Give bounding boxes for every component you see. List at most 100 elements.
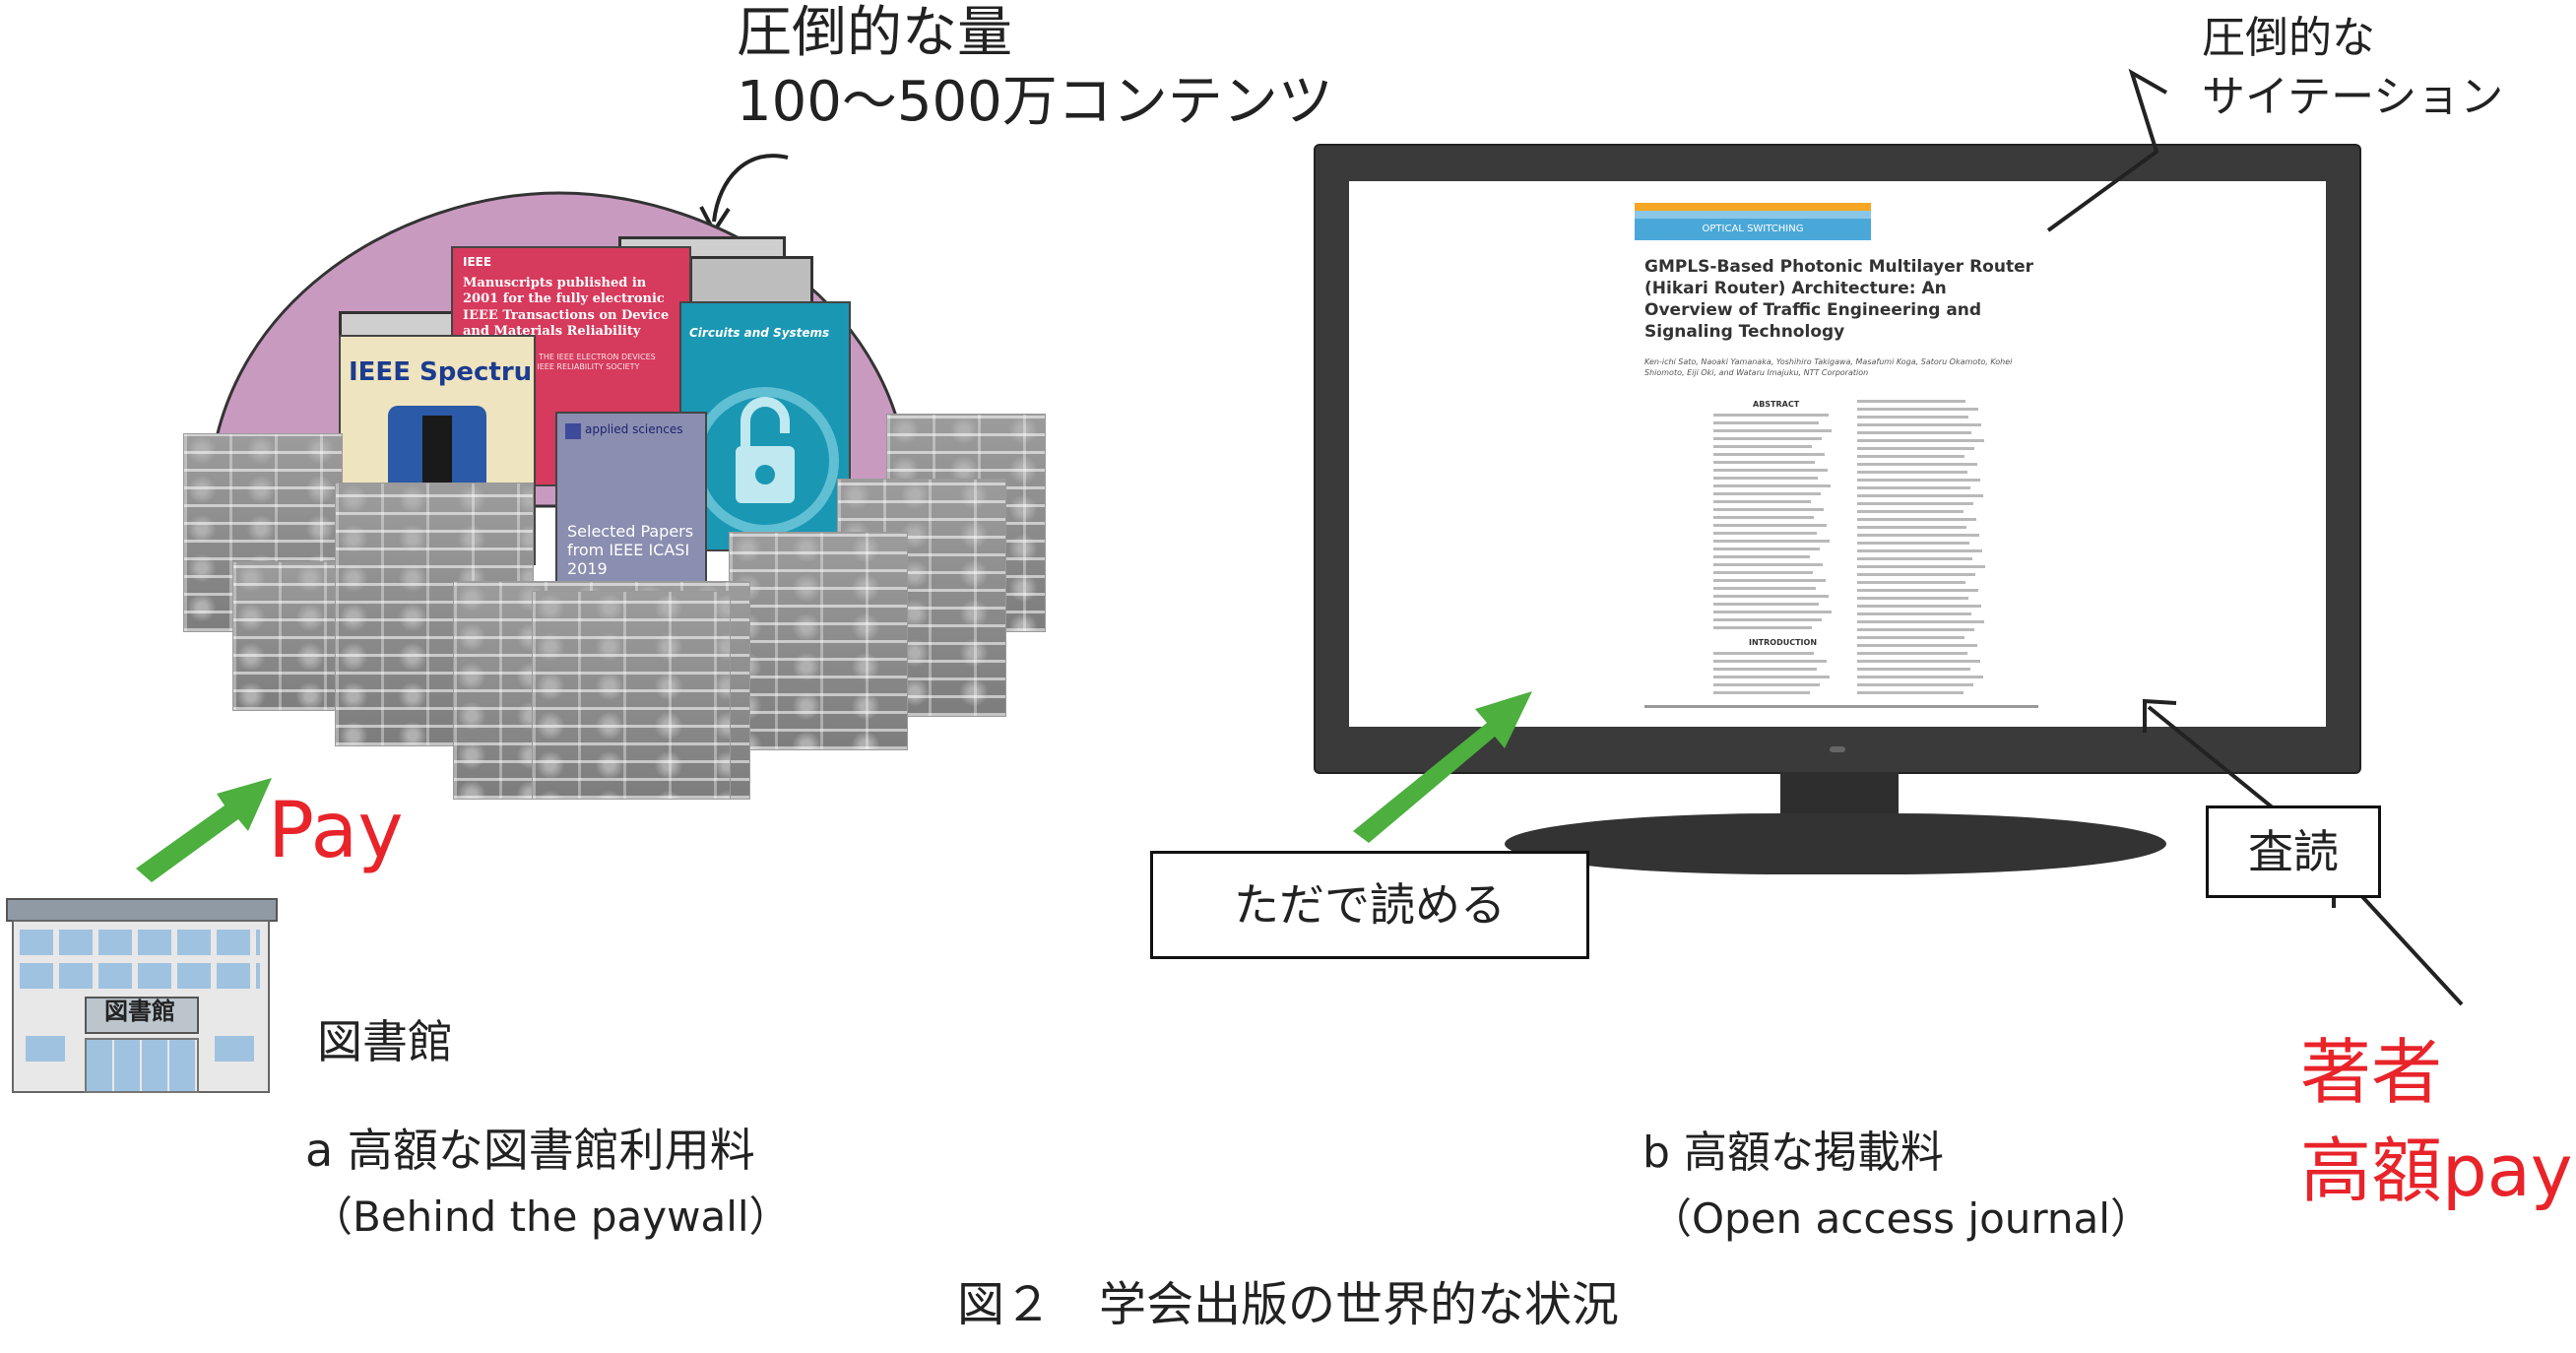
journal-logo-icon (565, 423, 581, 439)
text-line (1857, 494, 1983, 497)
text-line (1713, 516, 1814, 519)
text-line (1713, 414, 1829, 417)
text-line (1713, 676, 1830, 678)
text-line (1857, 676, 1983, 678)
citation-label-line2: サイテーション (2202, 72, 2504, 122)
caption-a-sub: （Behind the paywall） (311, 1192, 791, 1241)
text-line (1857, 644, 1977, 647)
text-line (1857, 636, 1964, 639)
text-line (1857, 423, 1981, 426)
text-line (1713, 445, 1812, 448)
text-line (1857, 652, 1967, 655)
volume-headline-line2: 100〜500万コンテンツ (737, 70, 1333, 134)
text-line (1857, 431, 1971, 434)
library-sign: 図書館 (104, 998, 175, 1025)
text-line (1857, 526, 1966, 529)
monitor-frame: OPTICAL SWITCHING GMPLS-Based Photonic M… (1316, 146, 2359, 772)
cover-circuits-systems: Circuits and Systems (679, 301, 851, 551)
free-read-arrow-icon (1353, 691, 1532, 843)
text-line (1713, 652, 1814, 655)
text-line (1713, 492, 1821, 495)
monitor-screen: OPTICAL SWITCHING GMPLS-Based Photonic M… (1349, 181, 2326, 727)
cover-title: Manuscripts published in 2001 for the fu… (463, 276, 670, 339)
text-line (1713, 603, 1819, 606)
text-line (1713, 429, 1832, 432)
article-section: OPTICAL SWITCHING (1635, 219, 1871, 240)
caption-b-sub: （Open access journal） (1650, 1194, 2152, 1243)
text-line (1713, 563, 1823, 566)
brick-wall (729, 532, 908, 750)
text-line (1713, 453, 1825, 456)
footer-rule (1644, 705, 2038, 708)
text-line (1857, 463, 1977, 466)
volume-headline-line1: 圧倒的な量 (737, 1, 1012, 65)
text-line (1857, 534, 1979, 537)
text-line (1713, 555, 1810, 558)
text-line (1857, 605, 1981, 608)
text-line (1713, 500, 1811, 503)
text-line (1857, 416, 1968, 419)
peer-review-arrow-icon (2143, 698, 2286, 819)
article-abstract-heading: ABSTRACT (1753, 400, 1800, 409)
text-line (1857, 597, 1968, 600)
article-authors: Ken-ichi Sato, Naoaki Yamanaka, Yoshihir… (1644, 357, 2013, 378)
monitor-base (1505, 813, 2166, 874)
cover-applied-sciences: applied sciences Selected Papers from IE… (555, 412, 707, 609)
text-line (1713, 540, 1830, 543)
text-line (1857, 471, 1967, 474)
article-intro-heading: INTRODUCTION (1749, 638, 1818, 647)
text-line (1713, 691, 1810, 694)
text-line (1857, 683, 1973, 686)
text-line (1857, 518, 1976, 521)
figure-caption: 図２ 学会出版の世界的な状況 (956, 1277, 1619, 1332)
cover-title: Circuits and Systems (689, 326, 830, 340)
text-line (1713, 579, 1826, 582)
pay-arrow-icon (136, 778, 272, 882)
text-line (1857, 628, 1974, 631)
cover-brand: IEEE (463, 255, 492, 269)
text-line (1857, 557, 1972, 560)
library-label: 図書館 (317, 1015, 453, 1068)
monitor-power-led (1830, 746, 1845, 752)
text-line (1713, 683, 1820, 686)
text-line (1713, 668, 1817, 671)
text-line (1857, 620, 1984, 623)
text-line (1713, 595, 1829, 598)
text-line (1713, 532, 1817, 535)
author-label-line2: 高額pay (2300, 1129, 2573, 1212)
text-line (1713, 484, 1831, 487)
text-line (1713, 611, 1832, 613)
text-line (1857, 565, 1985, 568)
text-line (1713, 660, 1827, 663)
text-line (1713, 469, 1828, 472)
text-line (1857, 479, 1980, 482)
text-line (1857, 408, 1978, 411)
citation-label-line1: 圧倒的な (2202, 13, 2375, 63)
cover-title: IEEE Spectrum (349, 357, 534, 387)
text-line (1857, 612, 1971, 615)
text-line (1857, 486, 1970, 489)
text-line (1713, 626, 1812, 629)
text-line (1713, 587, 1816, 590)
text-line (1857, 691, 1964, 694)
text-line (1857, 439, 1984, 442)
text-line (1713, 437, 1822, 440)
text-line (1713, 524, 1827, 527)
text-line (1713, 571, 1813, 574)
cover-body: Selected Papers from IEEE ICASI 2019 (567, 522, 694, 579)
text-line (1857, 502, 1973, 505)
text-line (1857, 589, 1978, 592)
text-line (1857, 455, 1964, 458)
text-line (1713, 477, 1818, 480)
cover-journal: applied sciences (585, 422, 683, 436)
free-read-box: ただで読める (1150, 851, 1589, 959)
text-line (1857, 510, 1964, 513)
open-access-lock-icon (691, 387, 839, 535)
article-page: OPTICAL SWITCHING GMPLS-Based Photonic M… (1635, 203, 2058, 715)
article-title: GMPLS-Based Photonic Multilayer Router (… (1644, 257, 2034, 343)
text-line (1857, 400, 1965, 403)
peer-review-box: 査読 (2206, 805, 2381, 898)
text-line (1857, 549, 1982, 552)
library-building-icon: 図書館 (6, 898, 278, 1093)
brick-wall (532, 591, 731, 800)
